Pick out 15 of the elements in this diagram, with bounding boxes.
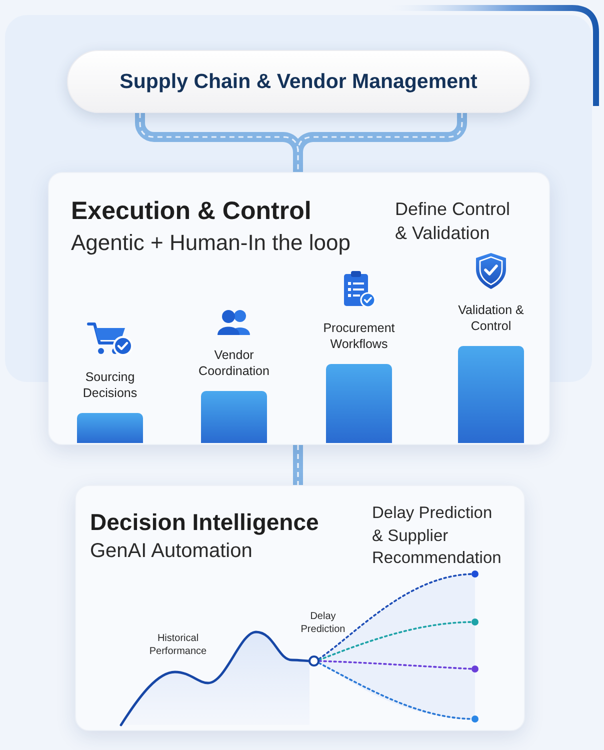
bar-label: Procurement Workflows xyxy=(322,320,396,352)
chart-annotation: Delay Prediction xyxy=(300,610,346,636)
card-title: Decision Intelligence xyxy=(90,508,319,536)
card-panel xyxy=(48,172,550,445)
pill-title: Supply Chain & Vendor Management xyxy=(120,68,478,94)
bar-label: Vendor Coordination xyxy=(198,347,270,379)
card-subtitle: Agentic + Human-In the loop xyxy=(71,230,350,256)
card-subtitle: GenAI Automation xyxy=(90,539,252,563)
side-note: Delay Prediction & Supplier Recommendation xyxy=(372,503,502,569)
chart-annotation: Historical Performance xyxy=(148,632,208,658)
card-title: Execution & Control xyxy=(71,196,312,226)
road-connector xyxy=(293,445,303,485)
side-note: Define Control & Validation xyxy=(395,198,512,245)
bar-label: Sourcing Decisions xyxy=(82,369,138,401)
bar-label: Validation & Control xyxy=(457,302,525,334)
